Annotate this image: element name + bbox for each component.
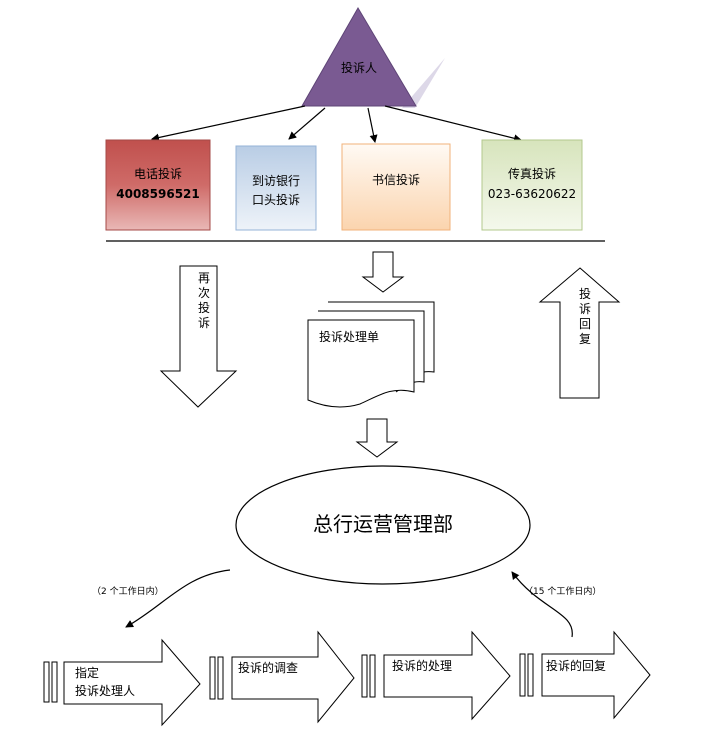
reply-char-2: 诉 (579, 302, 591, 316)
again-char-2: 次 (198, 286, 210, 300)
again-char-3: 投 (198, 300, 210, 315)
arrow-to-fax (384, 105, 522, 143)
reply-char-1: 投 (579, 286, 591, 301)
complainant-label: 投诉人 (341, 60, 377, 75)
fax-label: 传真投诉 (508, 166, 556, 181)
channel-phone: 电话投诉 4008596521 (105, 139, 211, 231)
channel-letter: 书信投诉 (341, 143, 451, 231)
arrow-to-letter (367, 107, 378, 143)
step-reply-label: 投诉的回复 (546, 658, 606, 673)
phone-label: 电话投诉 (134, 166, 182, 181)
visit-label-2: 口头投诉 (252, 192, 300, 207)
step-reply: 投诉的回复 (519, 630, 651, 720)
complainant-triangle (301, 7, 417, 107)
again-char-4: 诉 (198, 316, 210, 330)
step-investigation: 投诉的调查 (209, 630, 355, 724)
department-ellipse (235, 465, 531, 585)
again-char-1: 再 (198, 271, 210, 285)
channel-visit: 到访银行 口头投诉 (235, 145, 317, 231)
again-complaint-arrow: 再 次 投 诉 (159, 265, 238, 408)
complaint-form-document: 投诉处理单 (307, 301, 435, 408)
letter-label: 书信投诉 (372, 172, 420, 187)
channel-fax: 传真投诉 023-63620622 (481, 139, 583, 231)
timing-assign: （2 个工作日内） (92, 585, 164, 597)
step-assign-line1: 指定 (75, 665, 99, 680)
visit-label-1: 到访银行 (252, 174, 300, 188)
phone-number: 4008596521 (116, 187, 200, 201)
step-assign: 指定 投诉处理人 (43, 638, 201, 727)
complaint-form-label: 投诉处理单 (319, 329, 379, 344)
reply-char-4: 复 (579, 332, 591, 346)
arrow-down-to-form (361, 251, 405, 293)
department-label: 总行运营管理部 (313, 512, 453, 536)
arrow-to-visit (288, 107, 326, 140)
arrow-to-phone (151, 105, 306, 142)
step-handling-label: 投诉的处理 (392, 658, 452, 673)
curve-arrow-assign (125, 569, 231, 628)
step-handling: 投诉的处理 (361, 630, 511, 721)
arrow-down-to-department (355, 418, 399, 458)
fax-number: 023-63620622 (488, 187, 576, 201)
reply-char-3: 回 (579, 317, 591, 331)
curve-arrow-reply (511, 571, 573, 638)
step-assign-line2: 投诉处理人 (75, 683, 135, 698)
triangle-shadow (402, 58, 445, 108)
complaint-reply-arrow: 投 诉 回 复 (538, 267, 621, 399)
timing-reply: （15 个工作日内） (524, 585, 601, 597)
step-investigation-label: 投诉的调查 (238, 660, 298, 675)
